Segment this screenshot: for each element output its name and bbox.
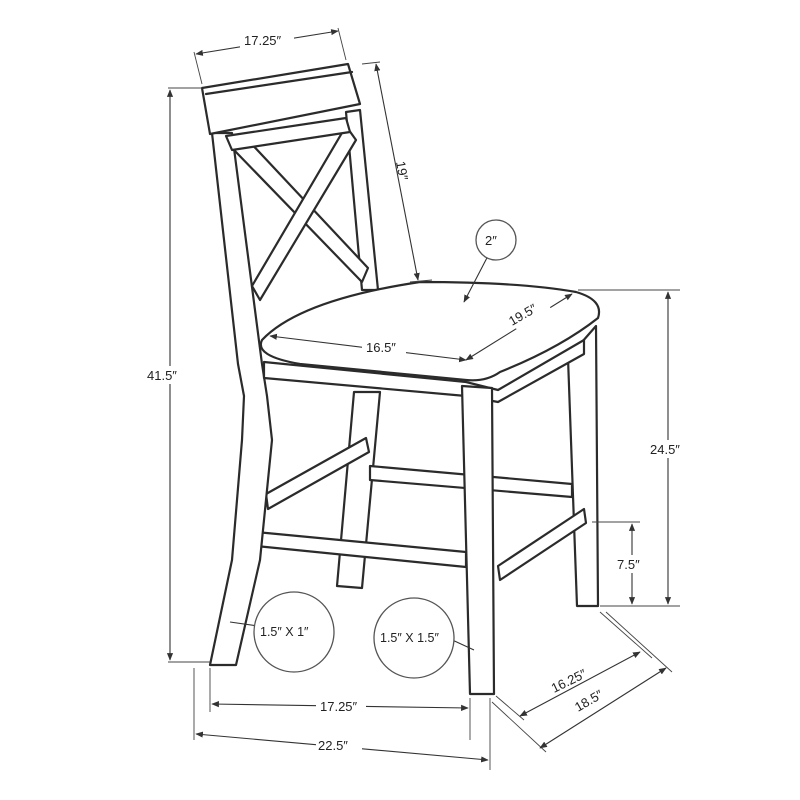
label-inner-depth: 16.25″ (549, 666, 589, 696)
back-leg-pointer (229, 621, 259, 627)
dim-back-height (374, 63, 420, 281)
back-frame-inner (224, 116, 352, 152)
dimension-labels: 17.25″ 19″ 41.5″ 2″ 16.5″ 19.5″ 24.5″ 7.… (146, 31, 690, 753)
label-seat-height: 24.5″ (650, 442, 680, 457)
label-total-height: 41.5″ (147, 368, 177, 383)
label-front-inner-width: 17.25″ (320, 699, 358, 714)
back-x-brace-b (250, 124, 358, 302)
label-back-height: 19″ (393, 160, 411, 182)
side-stretcher-right (496, 507, 588, 582)
label-cushion-thickness: 2″ (485, 233, 497, 248)
label-stretcher-height: 7.5″ (617, 557, 640, 572)
dim-base-depth (539, 667, 667, 749)
back-post-left (208, 131, 274, 667)
rear-right-leg (335, 390, 382, 590)
front-left-leg (460, 384, 496, 696)
label-base-depth: 18.5″ (572, 686, 606, 714)
label-base-width: 22.5″ (318, 738, 348, 753)
front-leg-callout-circle (373, 597, 455, 679)
cushion-callout-circle (475, 219, 517, 261)
label-back-leg-size: 1.5″ X 1″ (260, 625, 309, 639)
front-right-leg (566, 324, 600, 608)
seat-apron (262, 338, 586, 404)
top-rail (200, 62, 362, 136)
chair-drawing (200, 62, 601, 696)
label-front-leg-size: 1.5″ X 1.5″ (380, 631, 439, 645)
top-rail-edge (204, 70, 354, 96)
label-top-width: 17.25″ (244, 33, 282, 48)
label-seat-width: 16.5″ (366, 340, 396, 355)
back-leg-callout-circle (253, 591, 335, 673)
side-stretcher-left (264, 436, 371, 511)
